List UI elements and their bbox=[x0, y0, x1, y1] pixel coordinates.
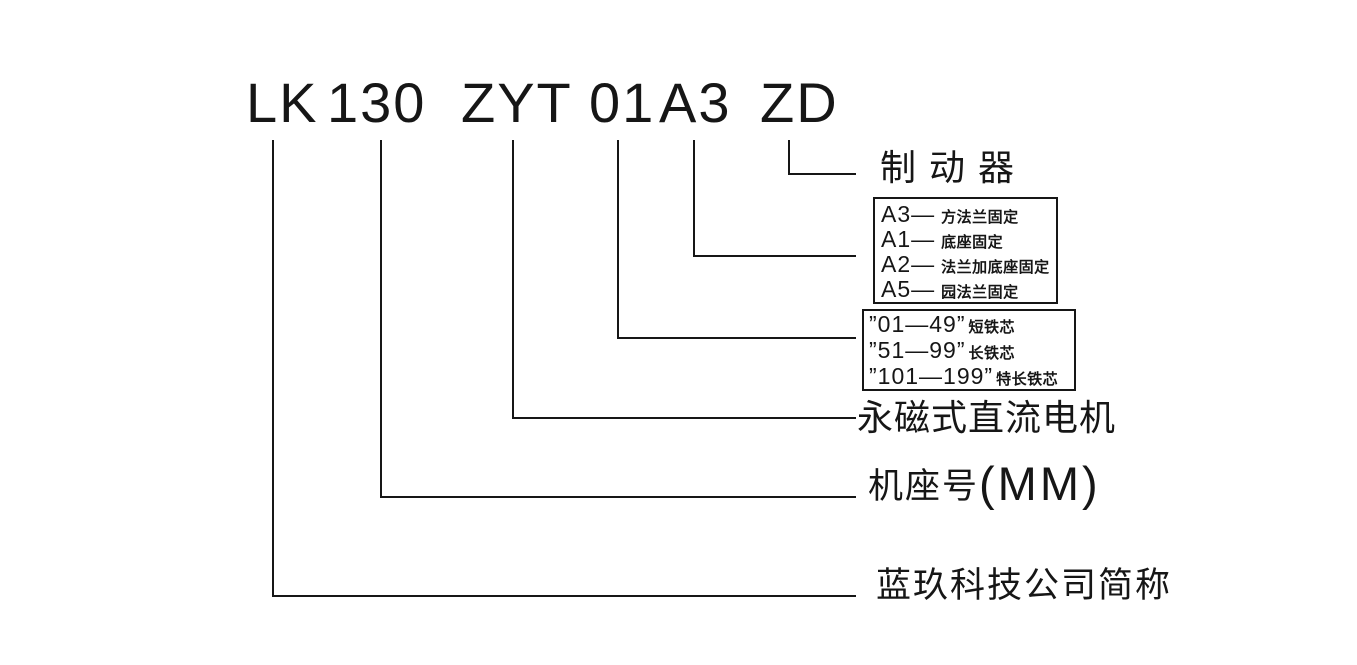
motor-type-label: 永磁式直流电机 bbox=[857, 397, 1117, 438]
core-length-options-box: ”01—49” 短铁芯 ”51—99” 长铁芯 ”101—199” 特长铁芯 bbox=[862, 309, 1076, 391]
company-label: 蓝玖科技公司简称 bbox=[876, 566, 1173, 605]
mounting-option-code: A5— bbox=[881, 275, 936, 302]
mounting-option-code: A1— bbox=[881, 225, 936, 252]
mounting-options-box: A3— 方法兰固定 A1— 底座固定 A2— 法兰加底座固定 A5— 园法兰固定 bbox=[873, 197, 1058, 304]
mounting-option-code: A3— bbox=[881, 200, 936, 227]
model-code-segment-01: 01 bbox=[589, 71, 656, 134]
connector-a3-horizontal-line bbox=[693, 255, 856, 257]
mounting-option-row: A2— 法兰加底座固定 bbox=[881, 250, 1050, 277]
frame-size-label-unit: (MM) bbox=[979, 456, 1101, 510]
core-length-option-row: ”51—99” 长铁芯 bbox=[869, 337, 1069, 363]
connector-zd-vertical-line bbox=[788, 140, 790, 175]
mounting-option-row: A1— 底座固定 bbox=[881, 225, 1050, 252]
core-length-option-desc: 长铁芯 bbox=[968, 345, 1015, 362]
core-length-option-desc: 短铁芯 bbox=[968, 319, 1015, 336]
connector-lk-horizontal-line bbox=[272, 595, 856, 597]
connector-01-horizontal-line bbox=[617, 337, 856, 339]
core-length-option-code: ”101—199” bbox=[869, 363, 994, 389]
mounting-option-desc: 法兰加底座固定 bbox=[941, 258, 1050, 276]
mounting-option-desc: 园法兰固定 bbox=[941, 283, 1019, 301]
mounting-option-row: A3— 方法兰固定 bbox=[881, 200, 1050, 227]
connector-130-horizontal-line bbox=[380, 496, 856, 498]
connector-a3-vertical-line bbox=[693, 140, 695, 257]
core-length-option-row: ”101—199” 特长铁芯 bbox=[869, 363, 1069, 389]
model-code-segment-lk: LK bbox=[246, 71, 319, 134]
mounting-option-desc: 底座固定 bbox=[941, 233, 1004, 251]
model-code-segment-zd: ZD bbox=[760, 71, 839, 134]
core-length-option-row: ”01—49” 短铁芯 bbox=[869, 311, 1069, 337]
model-code-segment-a3: A3 bbox=[659, 71, 732, 134]
mounting-option-row: A5— 园法兰固定 bbox=[881, 275, 1050, 302]
core-length-option-desc: 特长铁芯 bbox=[996, 371, 1059, 388]
model-code-segment-zyt: ZYT bbox=[461, 71, 573, 134]
connector-zd-horizontal-line bbox=[788, 173, 856, 175]
connector-zyt-horizontal-line bbox=[512, 417, 856, 419]
core-length-option-code: ”51—99” bbox=[869, 337, 966, 363]
mounting-option-code: A2— bbox=[881, 250, 936, 277]
frame-size-label: 机座号 (MM) bbox=[868, 458, 1101, 509]
core-length-option-code: ”01—49” bbox=[869, 311, 966, 337]
connector-01-vertical-line bbox=[617, 140, 619, 339]
frame-size-label-cn: 机座号 bbox=[868, 467, 980, 506]
model-code-segment-130: 130 bbox=[327, 71, 427, 134]
brake-label: 制动器 bbox=[880, 147, 1028, 188]
connector-zyt-vertical-line bbox=[512, 140, 514, 419]
mounting-option-desc: 方法兰固定 bbox=[941, 208, 1019, 226]
connector-130-vertical-line bbox=[380, 140, 382, 498]
connector-lk-vertical-line bbox=[272, 140, 274, 597]
